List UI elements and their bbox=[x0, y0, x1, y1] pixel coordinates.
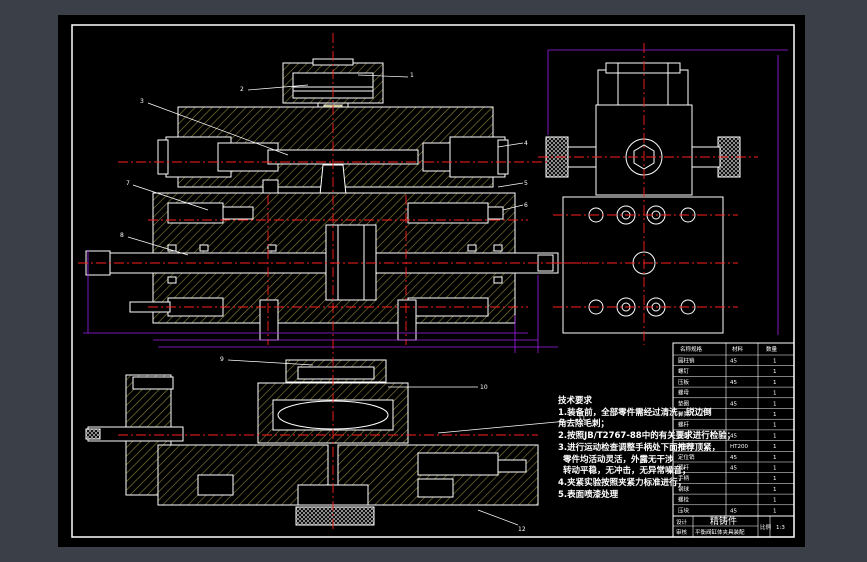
bom-cell: 1 bbox=[773, 444, 777, 450]
tech-req-line-2: 角去除毛刺； bbox=[558, 418, 609, 429]
bom-cell: HT200 bbox=[730, 444, 748, 450]
bom-table: 名称规格 材料 数量 圆柱销 45 1 螺钉 1 压板 45 1 螺母 1 垫圈 45 1 弹簧 1 螺杆 1 支… bbox=[672, 342, 795, 517]
tech-req-line-3: 2.按照JB/T2767-88中的有关要求进行检验； bbox=[558, 430, 735, 441]
callout-3: 3 bbox=[140, 98, 144, 105]
bom-cell: 1 bbox=[773, 423, 777, 429]
bom-cell: 钢球 bbox=[678, 485, 690, 493]
bom-cell: 45 bbox=[730, 359, 737, 365]
title-block: 设计 审核 精铸件 平衡阀缸体夹具装配 比例 1:3 bbox=[672, 515, 795, 538]
bom-cell: 压块 bbox=[678, 506, 690, 514]
bom-cell: 螺栓 bbox=[678, 496, 690, 504]
bom-cell: 45 bbox=[730, 401, 737, 407]
bom-cell: 顶杆 bbox=[678, 464, 690, 472]
tech-req-line-4: 3.进行运动检查调整手柄处下面推荐顶紧， bbox=[558, 442, 720, 453]
bom-cell: 压板 bbox=[678, 378, 690, 386]
callout-10: 10 bbox=[480, 384, 488, 391]
callout-11: 11 bbox=[578, 415, 586, 422]
callout-5: 5 bbox=[524, 180, 528, 187]
bom-cell: 螺母 bbox=[678, 389, 690, 397]
bom-cell: 弹簧 bbox=[678, 410, 690, 418]
cad-drawing: 1 2 3 4 5 6 7 8 9 10 11 12 技术要求 1.装备前，全部… bbox=[71, 24, 795, 538]
bom-cell: 45 bbox=[730, 455, 737, 461]
bom-cell: 1 bbox=[773, 476, 777, 482]
bom-cell: 45 bbox=[730, 380, 737, 386]
bom-cell: 1 bbox=[773, 487, 777, 493]
callout-1: 1 bbox=[410, 72, 414, 79]
bom-cell: 垫圈 bbox=[678, 399, 690, 407]
inner-frame bbox=[71, 24, 795, 538]
bom-cell: 圆柱销 bbox=[678, 357, 695, 365]
bom-cell: 定位销 bbox=[678, 453, 695, 461]
front-section-view bbox=[85, 58, 559, 341]
bom-cell: 1 bbox=[773, 391, 777, 397]
bom-cell: 1 bbox=[773, 401, 777, 407]
title-drawing-name: 精铸件 bbox=[710, 515, 737, 527]
callout-12: 12 bbox=[518, 526, 526, 533]
bom-header-qty: 数量 bbox=[766, 345, 778, 353]
tech-req-line-8: 5.表面喷漆处理 bbox=[558, 489, 619, 500]
centerlines bbox=[78, 33, 758, 530]
side-view bbox=[545, 49, 788, 335]
bottom-section-view bbox=[85, 359, 539, 526]
leader-lines bbox=[127, 74, 579, 526]
callout-9: 9 bbox=[220, 356, 224, 363]
callout-6: 6 bbox=[524, 202, 528, 209]
bom-cell: 1 bbox=[773, 498, 777, 504]
bom-cell: 夹具体 bbox=[678, 442, 695, 450]
tech-req-line-5: 零件均活动灵活，外露无干涉 bbox=[562, 454, 674, 465]
drawing-sheet: 1 2 3 4 5 6 7 8 9 10 11 12 技术要求 1.装备前，全部… bbox=[58, 15, 805, 547]
title-scale: 1:3 bbox=[776, 525, 785, 531]
bom-rows: 圆柱销 45 1 螺钉 1 压板 45 1 螺母 1 垫圈 45 1 弹簧 1 螺杆 1 支座 45 1 夹具体 HT20… bbox=[673, 354, 794, 514]
bom-cell: 1 bbox=[773, 412, 777, 418]
bom-header-material: 材料 bbox=[732, 345, 744, 353]
bom-cell: 螺杆 bbox=[678, 421, 690, 429]
callout-4: 4 bbox=[524, 140, 528, 147]
bom-cell: 支座 bbox=[678, 431, 690, 439]
bom-cell: 1 bbox=[773, 466, 777, 472]
bom-cell: 1 bbox=[773, 508, 777, 514]
tech-req-line-6: 转动平稳，无冲击，无异常噪音； bbox=[563, 465, 691, 476]
bom-cell: 1 bbox=[773, 359, 777, 365]
title-qty-label: 比例 bbox=[760, 523, 772, 531]
callout-7: 7 bbox=[126, 180, 130, 187]
bom-cell: 45 bbox=[730, 466, 737, 472]
callouts: 1 2 3 4 5 6 7 8 9 10 11 12 bbox=[120, 72, 586, 533]
bom-cell: 45 bbox=[730, 433, 737, 439]
bom-cell: 1 bbox=[773, 380, 777, 386]
bom-cell: 45 bbox=[730, 508, 737, 514]
tech-req-line-1: 1.装备前，全部零件需经过清洗，锐边倒 bbox=[558, 407, 712, 418]
callout-2: 2 bbox=[240, 86, 244, 93]
title-designer-label: 设计 bbox=[676, 518, 688, 526]
bom-cell: 1 bbox=[773, 455, 777, 461]
tech-req-title: 技术要求 bbox=[558, 395, 593, 406]
bom-cell: 螺钉 bbox=[678, 367, 690, 375]
dimension-lines-front bbox=[83, 250, 558, 353]
bom-cell: 手柄 bbox=[678, 474, 690, 482]
bom-header-name: 名称规格 bbox=[680, 345, 703, 353]
title-part-desc: 平衡阀缸体夹具装配 bbox=[695, 528, 745, 536]
bom-cell: 1 bbox=[773, 369, 777, 375]
technical-requirements: 技术要求 1.装备前，全部零件需经过清洗，锐边倒 角去除毛刺； 2.按照JB/T… bbox=[558, 395, 735, 500]
bom-cell: 1 bbox=[773, 433, 777, 439]
callout-8: 8 bbox=[120, 232, 124, 239]
title-checker-label: 审核 bbox=[676, 528, 688, 536]
tech-req-line-7: 4.夹紧实验按照夹紧力标准进行； bbox=[558, 477, 686, 488]
